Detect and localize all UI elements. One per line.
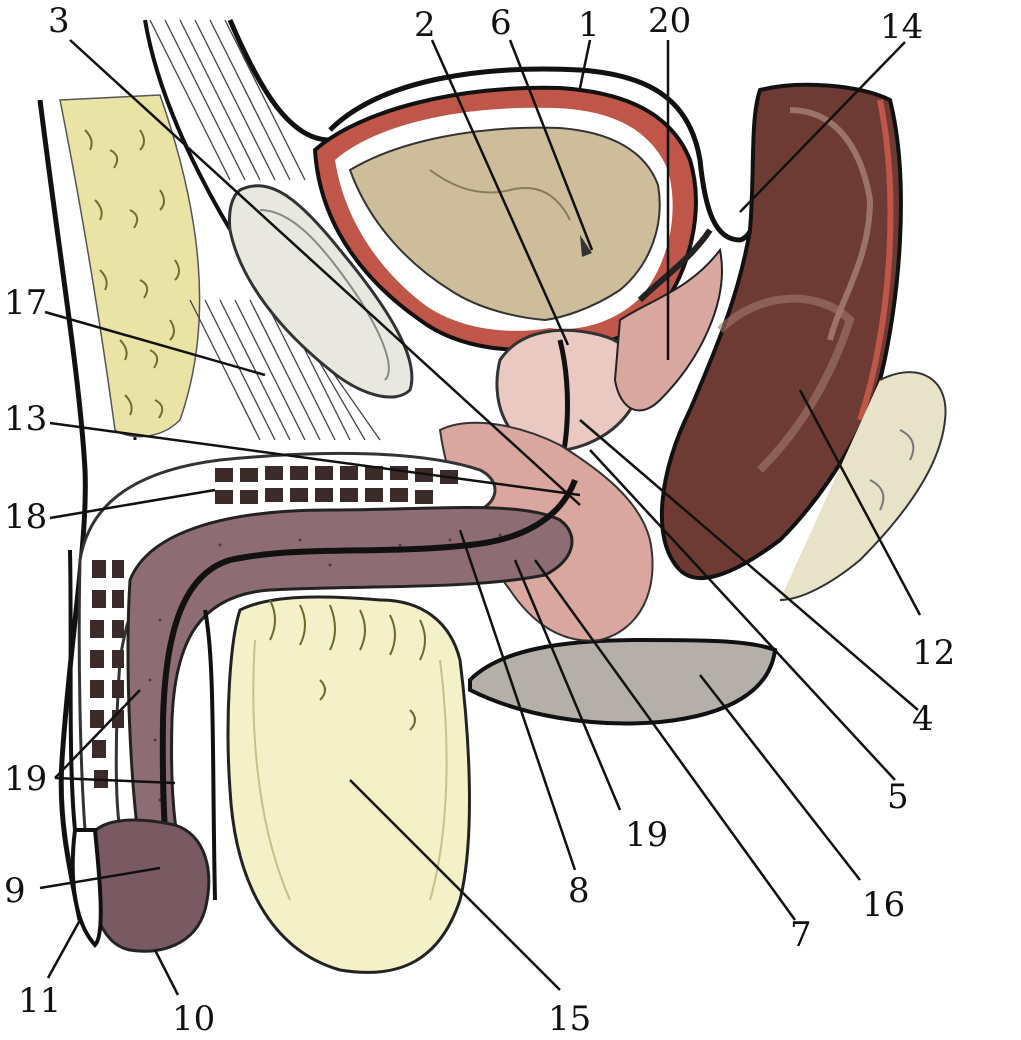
label-14: 14 bbox=[880, 7, 923, 47]
scrotum bbox=[226, 595, 471, 974]
label-15: 15 bbox=[548, 999, 591, 1039]
sacral-region bbox=[779, 371, 947, 601]
leader-10 bbox=[153, 949, 180, 996]
leader-12 bbox=[798, 389, 922, 616]
leader-18 bbox=[49, 488, 216, 520]
label-9: 9 bbox=[4, 871, 26, 911]
leader-19c bbox=[513, 559, 622, 811]
leader-16 bbox=[699, 674, 861, 881]
leader-17 bbox=[44, 310, 266, 377]
urethra bbox=[159, 478, 578, 871]
label-8: 8 bbox=[568, 871, 590, 911]
leader-4 bbox=[579, 419, 919, 711]
leader-15 bbox=[349, 779, 561, 991]
rectum bbox=[659, 82, 903, 580]
leader-2 bbox=[430, 39, 570, 346]
label-12: 12 bbox=[912, 633, 955, 673]
abdominal-wall bbox=[37, 94, 201, 921]
bladder-lumen bbox=[348, 126, 661, 322]
label-16: 16 bbox=[862, 885, 905, 925]
label-3: 3 bbox=[48, 1, 70, 41]
label-19a: 19 bbox=[4, 759, 47, 799]
label-2: 2 bbox=[414, 5, 436, 45]
leader-7 bbox=[533, 559, 797, 921]
label-17: 17 bbox=[4, 283, 47, 323]
label-10: 10 bbox=[172, 999, 215, 1039]
label-13: 13 bbox=[4, 399, 47, 439]
illustration bbox=[37, 19, 947, 974]
label-19b: 19 bbox=[625, 815, 668, 855]
pubic-bone bbox=[228, 184, 414, 399]
leader-5 bbox=[589, 449, 896, 781]
leader-14 bbox=[739, 41, 906, 213]
label-4: 4 bbox=[912, 699, 934, 739]
label-1: 1 bbox=[578, 5, 600, 45]
label-20: 20 bbox=[648, 1, 691, 41]
leader-6 bbox=[508, 39, 594, 251]
glans bbox=[87, 818, 211, 953]
leader-lines bbox=[39, 39, 922, 996]
corpus-cavernosum bbox=[77, 451, 497, 832]
prepuce bbox=[70, 828, 103, 948]
label-11: 11 bbox=[18, 981, 61, 1021]
leader-13 bbox=[49, 421, 581, 497]
leader-1 bbox=[578, 39, 592, 89]
leader-3 bbox=[69, 39, 581, 506]
leader-9 bbox=[39, 866, 161, 890]
number-labels: 3 2 6 1 20 14 17 13 18 12 4 19 5 19 9 8 … bbox=[4, 1, 955, 1039]
label-5: 5 bbox=[887, 777, 909, 817]
leader-8 bbox=[458, 529, 577, 871]
leader-11 bbox=[46, 919, 82, 979]
label-6: 6 bbox=[490, 3, 512, 43]
label-7: 7 bbox=[790, 915, 812, 955]
label-18: 18 bbox=[4, 497, 47, 537]
leader-19a bbox=[54, 689, 141, 779]
leader-19b bbox=[54, 776, 176, 785]
